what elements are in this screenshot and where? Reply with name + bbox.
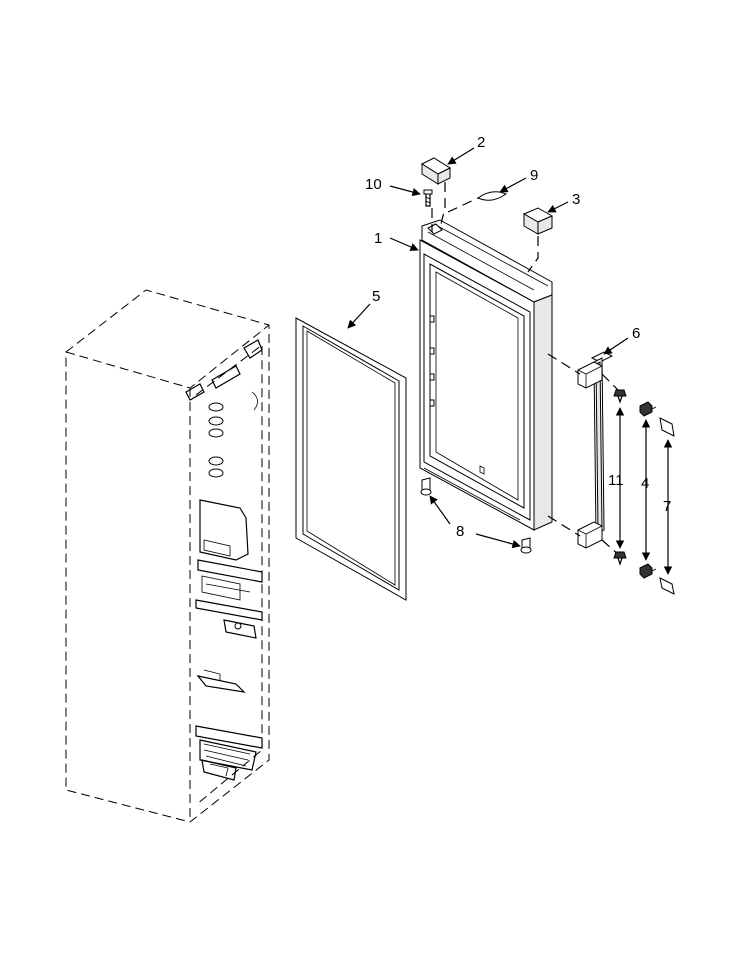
set-screws xyxy=(639,401,657,579)
callout-4: 4 xyxy=(641,475,649,492)
callout-11: 11 xyxy=(608,472,624,489)
shelf-clips xyxy=(208,402,224,478)
hinge-shim xyxy=(476,191,508,201)
callout-6: 6 xyxy=(632,325,640,342)
callout-7: 7 xyxy=(663,498,671,515)
lower-shelves xyxy=(195,669,263,781)
handle-plugs xyxy=(659,417,675,595)
callout-9: 9 xyxy=(530,167,538,184)
crisper-area xyxy=(195,499,263,639)
hinge-screw xyxy=(423,189,433,207)
refrigerator-cabinet xyxy=(65,289,270,823)
callout-5: 5 xyxy=(372,288,380,305)
callout-8: 8 xyxy=(456,523,464,540)
callout-10: 10 xyxy=(365,176,382,193)
callout-2: 2 xyxy=(477,134,485,151)
callout-1: 1 xyxy=(374,230,382,247)
end-cap-side xyxy=(522,207,554,235)
handle-screws xyxy=(613,389,627,566)
door-stop-screws xyxy=(420,477,532,554)
callout-3: 3 xyxy=(572,191,580,208)
end-cap-top xyxy=(420,157,452,185)
door-dimples xyxy=(429,315,435,407)
door-gasket xyxy=(295,317,407,601)
door-assembly xyxy=(419,219,553,531)
door-handle xyxy=(577,351,614,549)
